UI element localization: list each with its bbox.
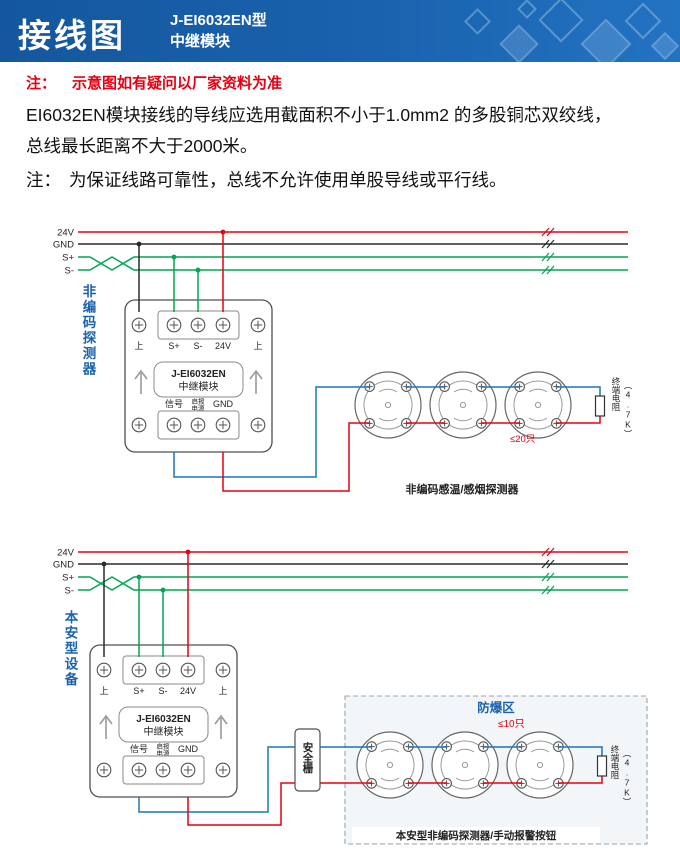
line-break-icon — [541, 239, 555, 249]
detector-3 — [505, 372, 571, 438]
bus-label-24v: 24V — [57, 548, 75, 559]
detectors-caption: 非编码感温/感烟探测器 — [405, 482, 519, 496]
side-label: 本安型设备 — [63, 609, 80, 688]
terminator-label: 终端电阻 — [611, 376, 621, 412]
side-label: 非编码探测器 — [81, 283, 98, 377]
model-line1: J-EI6032EN型 — [170, 12, 267, 29]
model-label: J-EI6032EN型 中继模块 — [170, 10, 267, 52]
body-line1: EI6032EN模块接线的导线应选用截面积不小于1.0mm2 的多股铜芯双绞线， — [26, 105, 612, 125]
safety-barrier-label: 安全栅 — [302, 741, 314, 774]
line-break-icon — [541, 559, 555, 569]
safety-barrier — [294, 728, 321, 792]
diagram-top: 24V GND S+ S- 非编码探测器 — [53, 228, 633, 497]
module-bus-wires — [101, 549, 191, 657]
warning-note: 注： 示意图如有疑问以厂家资料为准 — [26, 72, 282, 93]
wiring-note-text: 为保证线路可靠性，总线不允许使用单股导线或平行线。 — [69, 170, 507, 190]
bus-label-sminus: S- — [65, 266, 75, 277]
detector-2 — [430, 372, 496, 438]
module-bus-wires — [136, 229, 226, 312]
detectors-caption: 本安型非编码探测器/手动报警按钮 — [396, 829, 557, 842]
bus-lines — [78, 227, 628, 275]
terminator-resistor — [594, 395, 606, 417]
wiring-note: 注： 为保证线路可靠性，总线不允许使用单股导线或平行线。 — [26, 167, 507, 192]
page-title: 接线图 — [18, 17, 126, 54]
line-break-icon — [541, 252, 555, 262]
line-break-icon — [541, 227, 555, 237]
line-break-icon — [541, 585, 555, 595]
body-text: EI6032EN模块接线的导线应选用截面积不小于1.0mm2 的多股铜芯双绞线，… — [26, 100, 611, 162]
terminator-label: 终端电阻 — [610, 744, 620, 780]
detector-3 — [507, 732, 573, 798]
detector-2 — [432, 732, 498, 798]
bus-label-gnd: GND — [53, 560, 74, 571]
detector-count: ≤20只 — [510, 434, 535, 445]
warning-text: 示意图如有疑问以厂家资料为准 — [72, 75, 283, 92]
caption-strip — [352, 827, 600, 843]
terminator-resistor — [596, 755, 608, 777]
bus-label-24v: 24V — [57, 228, 75, 239]
detector-1 — [355, 372, 421, 438]
line-break-icon — [541, 572, 555, 582]
bus-label-gnd: GND — [53, 240, 74, 251]
warning-prefix: 注： — [26, 75, 57, 92]
relay-module-2 — [90, 645, 237, 797]
terminator-value: （4.7K） — [623, 381, 633, 438]
relay-module-1 — [125, 300, 272, 452]
terminator-value: （4.7K） — [622, 749, 632, 806]
bus-label-splus: S+ — [62, 573, 74, 584]
bus-lines — [78, 547, 628, 595]
body-line2: 总线最长距离不大于2000米。 — [26, 136, 258, 156]
bus-label-sminus: S- — [65, 586, 75, 597]
page-header: 接线图 J-EI6032EN型 中继模块 — [0, 0, 680, 70]
model-line2: 中继模块 — [170, 33, 231, 50]
bus-label-splus: S+ — [62, 253, 74, 264]
zone-label: 防爆区 — [477, 700, 515, 715]
diagram-bottom: 24V GND S+ S- 本安型设备 防爆区 — [53, 547, 648, 845]
line-break-icon — [541, 547, 555, 557]
detector-loop-wires — [173, 386, 601, 492]
wiring-note-prefix: 注： — [26, 170, 61, 190]
detector-1 — [357, 732, 423, 798]
line-break-icon — [541, 265, 555, 275]
detector-count: ≤10只 — [498, 719, 525, 730]
